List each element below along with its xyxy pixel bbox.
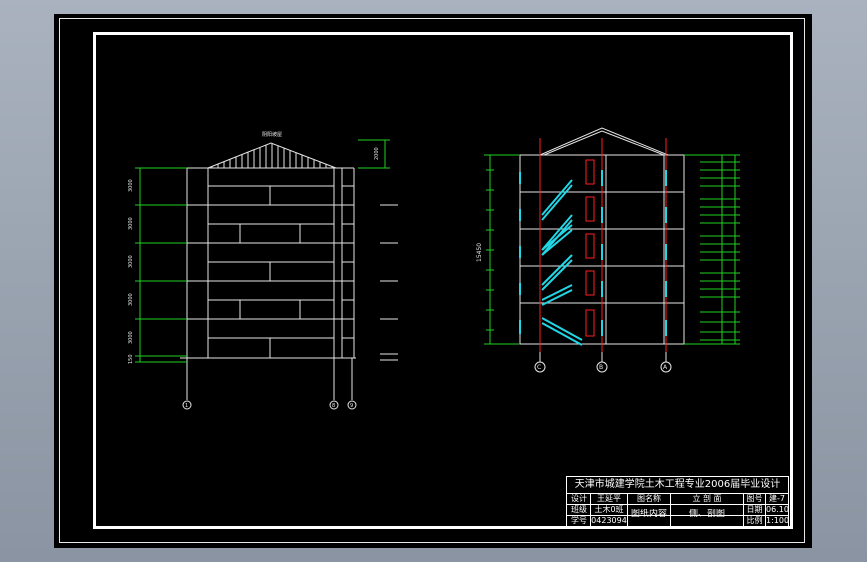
axis-label-c: C <box>537 364 541 371</box>
content-label: 图纸内容 <box>630 509 667 519</box>
axis-label-a: A <box>663 364 668 371</box>
stair-flight <box>541 284 573 301</box>
building-section: 15450 C B A <box>476 127 740 373</box>
stair-flight <box>541 229 573 256</box>
roof-dim: 2000 <box>374 147 380 160</box>
axis-label-1: 1 <box>185 403 188 409</box>
design-value: 王延平 <box>597 494 621 503</box>
dim-4: 3000 <box>128 293 134 306</box>
drawing-no-label: 图号 <box>746 494 763 503</box>
stair-flight <box>541 322 583 346</box>
student-no-value: 0423094 <box>591 516 627 525</box>
student-no-label: 学号 <box>571 516 587 525</box>
stair-flight <box>541 179 573 216</box>
elevation-title: 阴阳坡屋 <box>262 131 282 138</box>
total-height-dim: 15450 <box>476 243 483 262</box>
drawing-outer-border <box>59 18 805 543</box>
stair-flight <box>541 254 573 286</box>
scale-value: 1:100 <box>766 516 788 525</box>
date-value: 06.10 <box>766 505 788 514</box>
dim-1: 3000 <box>128 179 134 192</box>
stair-flight <box>541 184 573 221</box>
design-label: 设计 <box>571 494 587 503</box>
title-block-title: 天津市城建学院土木工程专业2006届毕业设计 <box>567 477 788 494</box>
drawing-frame <box>93 32 793 529</box>
side-elevation: 阴阳坡屋 2000 3000 3000 3000 3000 3000 150 1… <box>128 131 398 410</box>
dim-3: 3000 <box>128 255 134 268</box>
stair-flight <box>541 259 573 291</box>
content-value: 侧、剖图 <box>688 509 725 519</box>
class-value: 土木0班 <box>594 505 624 514</box>
scale-label: 比例 <box>746 516 763 525</box>
date-label: 日期 <box>746 505 763 514</box>
stair-flight <box>541 224 573 251</box>
dim-2: 3000 <box>128 217 134 230</box>
axis-label-8: 8 <box>332 403 335 409</box>
drawing-no-value: 建-7 <box>769 494 785 503</box>
class-label: 班级 <box>571 505 587 514</box>
drawing-name-label: 图名称 <box>637 494 661 503</box>
dim-0: 150 <box>128 354 134 364</box>
dim-5: 3000 <box>128 331 134 344</box>
stair-flight <box>541 289 573 306</box>
drawing-name-value: 立 剖 面 <box>692 494 722 503</box>
stair-flight <box>541 214 573 251</box>
axis-label-9: 9 <box>350 403 353 409</box>
title-block: 天津市城建学院土木工程专业2006届毕业设计 设计 王延平 图名称 立 剖 面 … <box>566 476 789 527</box>
stair-flight <box>541 317 583 341</box>
axis-label-b: B <box>599 364 603 371</box>
